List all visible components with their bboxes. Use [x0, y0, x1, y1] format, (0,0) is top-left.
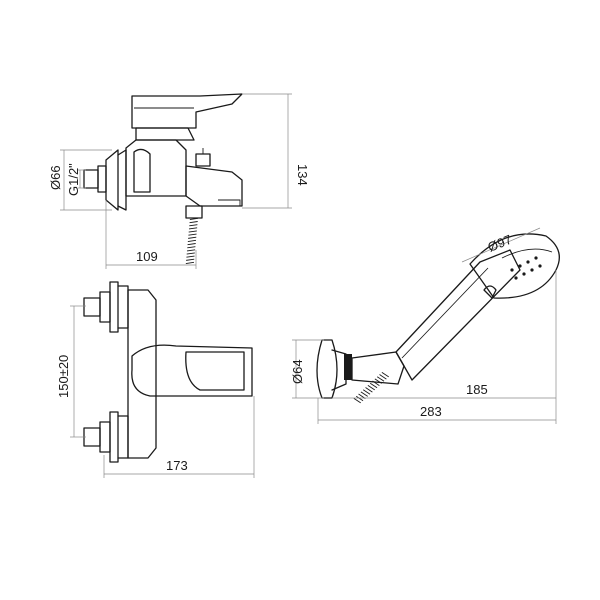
hand-hose — [353, 371, 389, 404]
hose-coil — [369, 382, 378, 389]
hose-coil — [376, 376, 385, 382]
shower-head-face — [501, 248, 553, 259]
hose-coil — [188, 230, 197, 233]
lever-handle — [131, 93, 243, 129]
hose-coil — [353, 397, 361, 404]
wall-flange — [105, 149, 119, 211]
cartridge-column — [135, 127, 195, 141]
top-inlet-nut — [83, 297, 101, 317]
mixer-front-view — [83, 281, 253, 463]
hand-shower-dimensions — [292, 227, 557, 424]
front-view-dimensions — [70, 305, 255, 478]
body-recess — [133, 148, 151, 193]
label-l185: 185 — [466, 382, 488, 397]
nozzle-dot — [530, 268, 534, 272]
mixer-body — [125, 139, 187, 197]
front-lever-inner — [185, 351, 245, 391]
hose-coil — [188, 227, 198, 230]
nozzle-dot — [514, 276, 518, 280]
hose-coil — [186, 252, 195, 255]
nozzle-dot — [534, 256, 538, 260]
hose-coil — [189, 221, 198, 224]
bottom-flange — [109, 411, 119, 463]
wall-bracket-neck — [331, 349, 347, 391]
spray-nozzles — [510, 256, 542, 280]
bracket-arm — [351, 351, 405, 385]
hose-coil — [189, 224, 198, 227]
nozzle-dot — [526, 260, 530, 264]
dim-line-d97 — [461, 227, 541, 263]
mixer-side-view — [83, 93, 243, 264]
hose-coil — [187, 246, 196, 249]
hose-coil — [355, 395, 364, 402]
hose-coil — [381, 371, 389, 378]
spout-outlet — [218, 199, 241, 206]
hose-coil — [367, 384, 375, 391]
hose-coil — [360, 391, 368, 397]
label-d64: Ø64 — [290, 359, 305, 384]
hose-coil — [186, 255, 195, 258]
top-inlet-ring — [99, 291, 111, 323]
bottom-flange-face — [117, 415, 129, 459]
label-h134: 134 — [295, 164, 310, 186]
label-l283: 283 — [420, 404, 442, 419]
inlet-nut — [83, 169, 99, 189]
hose-coil — [187, 239, 197, 242]
side-view-dimensions — [60, 93, 292, 269]
spray-button — [483, 285, 497, 299]
hose-coil — [362, 389, 371, 395]
hose-coil — [188, 233, 197, 236]
wall-flange-face — [117, 149, 127, 211]
shower-head — [469, 233, 560, 299]
front-lever — [131, 344, 253, 397]
top-flange — [109, 281, 119, 333]
hose-segment — [185, 217, 199, 264]
hose-coil — [372, 380, 380, 386]
nozzle-dot — [518, 264, 522, 268]
bottom-inlet-ring — [99, 421, 111, 453]
label-d66: Ø66 — [48, 165, 63, 190]
bottom-inlet-nut — [83, 427, 101, 447]
inlet-ring — [97, 165, 107, 193]
hose-coil — [379, 374, 387, 380]
label-d97: Ø97 — [486, 232, 514, 255]
hose-coil — [365, 387, 373, 393]
hose-coil — [188, 236, 197, 239]
bracket-ring — [344, 354, 352, 380]
label-w109: 109 — [136, 249, 158, 264]
label-c150: 150±20 — [56, 355, 71, 398]
hose-coil — [187, 243, 196, 246]
spout — [185, 165, 243, 207]
top-flange-face — [117, 285, 129, 329]
hose-coil — [186, 249, 196, 252]
handle-ridge — [401, 267, 489, 359]
front-body — [127, 289, 157, 459]
hose-coil — [189, 217, 199, 220]
nozzle-dot — [538, 264, 542, 268]
hose-coil — [185, 261, 195, 264]
hose-coil — [374, 378, 382, 384]
hose-coil — [186, 258, 195, 261]
nozzle-dot — [522, 272, 526, 276]
label-w173: 173 — [166, 458, 188, 473]
hose-connector — [185, 205, 203, 219]
shower-handle — [395, 249, 521, 381]
label-thread: G1/2" — [66, 163, 81, 196]
nozzle-dot — [510, 268, 514, 272]
diverter-knob — [195, 153, 211, 167]
hand-shower-set — [316, 233, 560, 404]
